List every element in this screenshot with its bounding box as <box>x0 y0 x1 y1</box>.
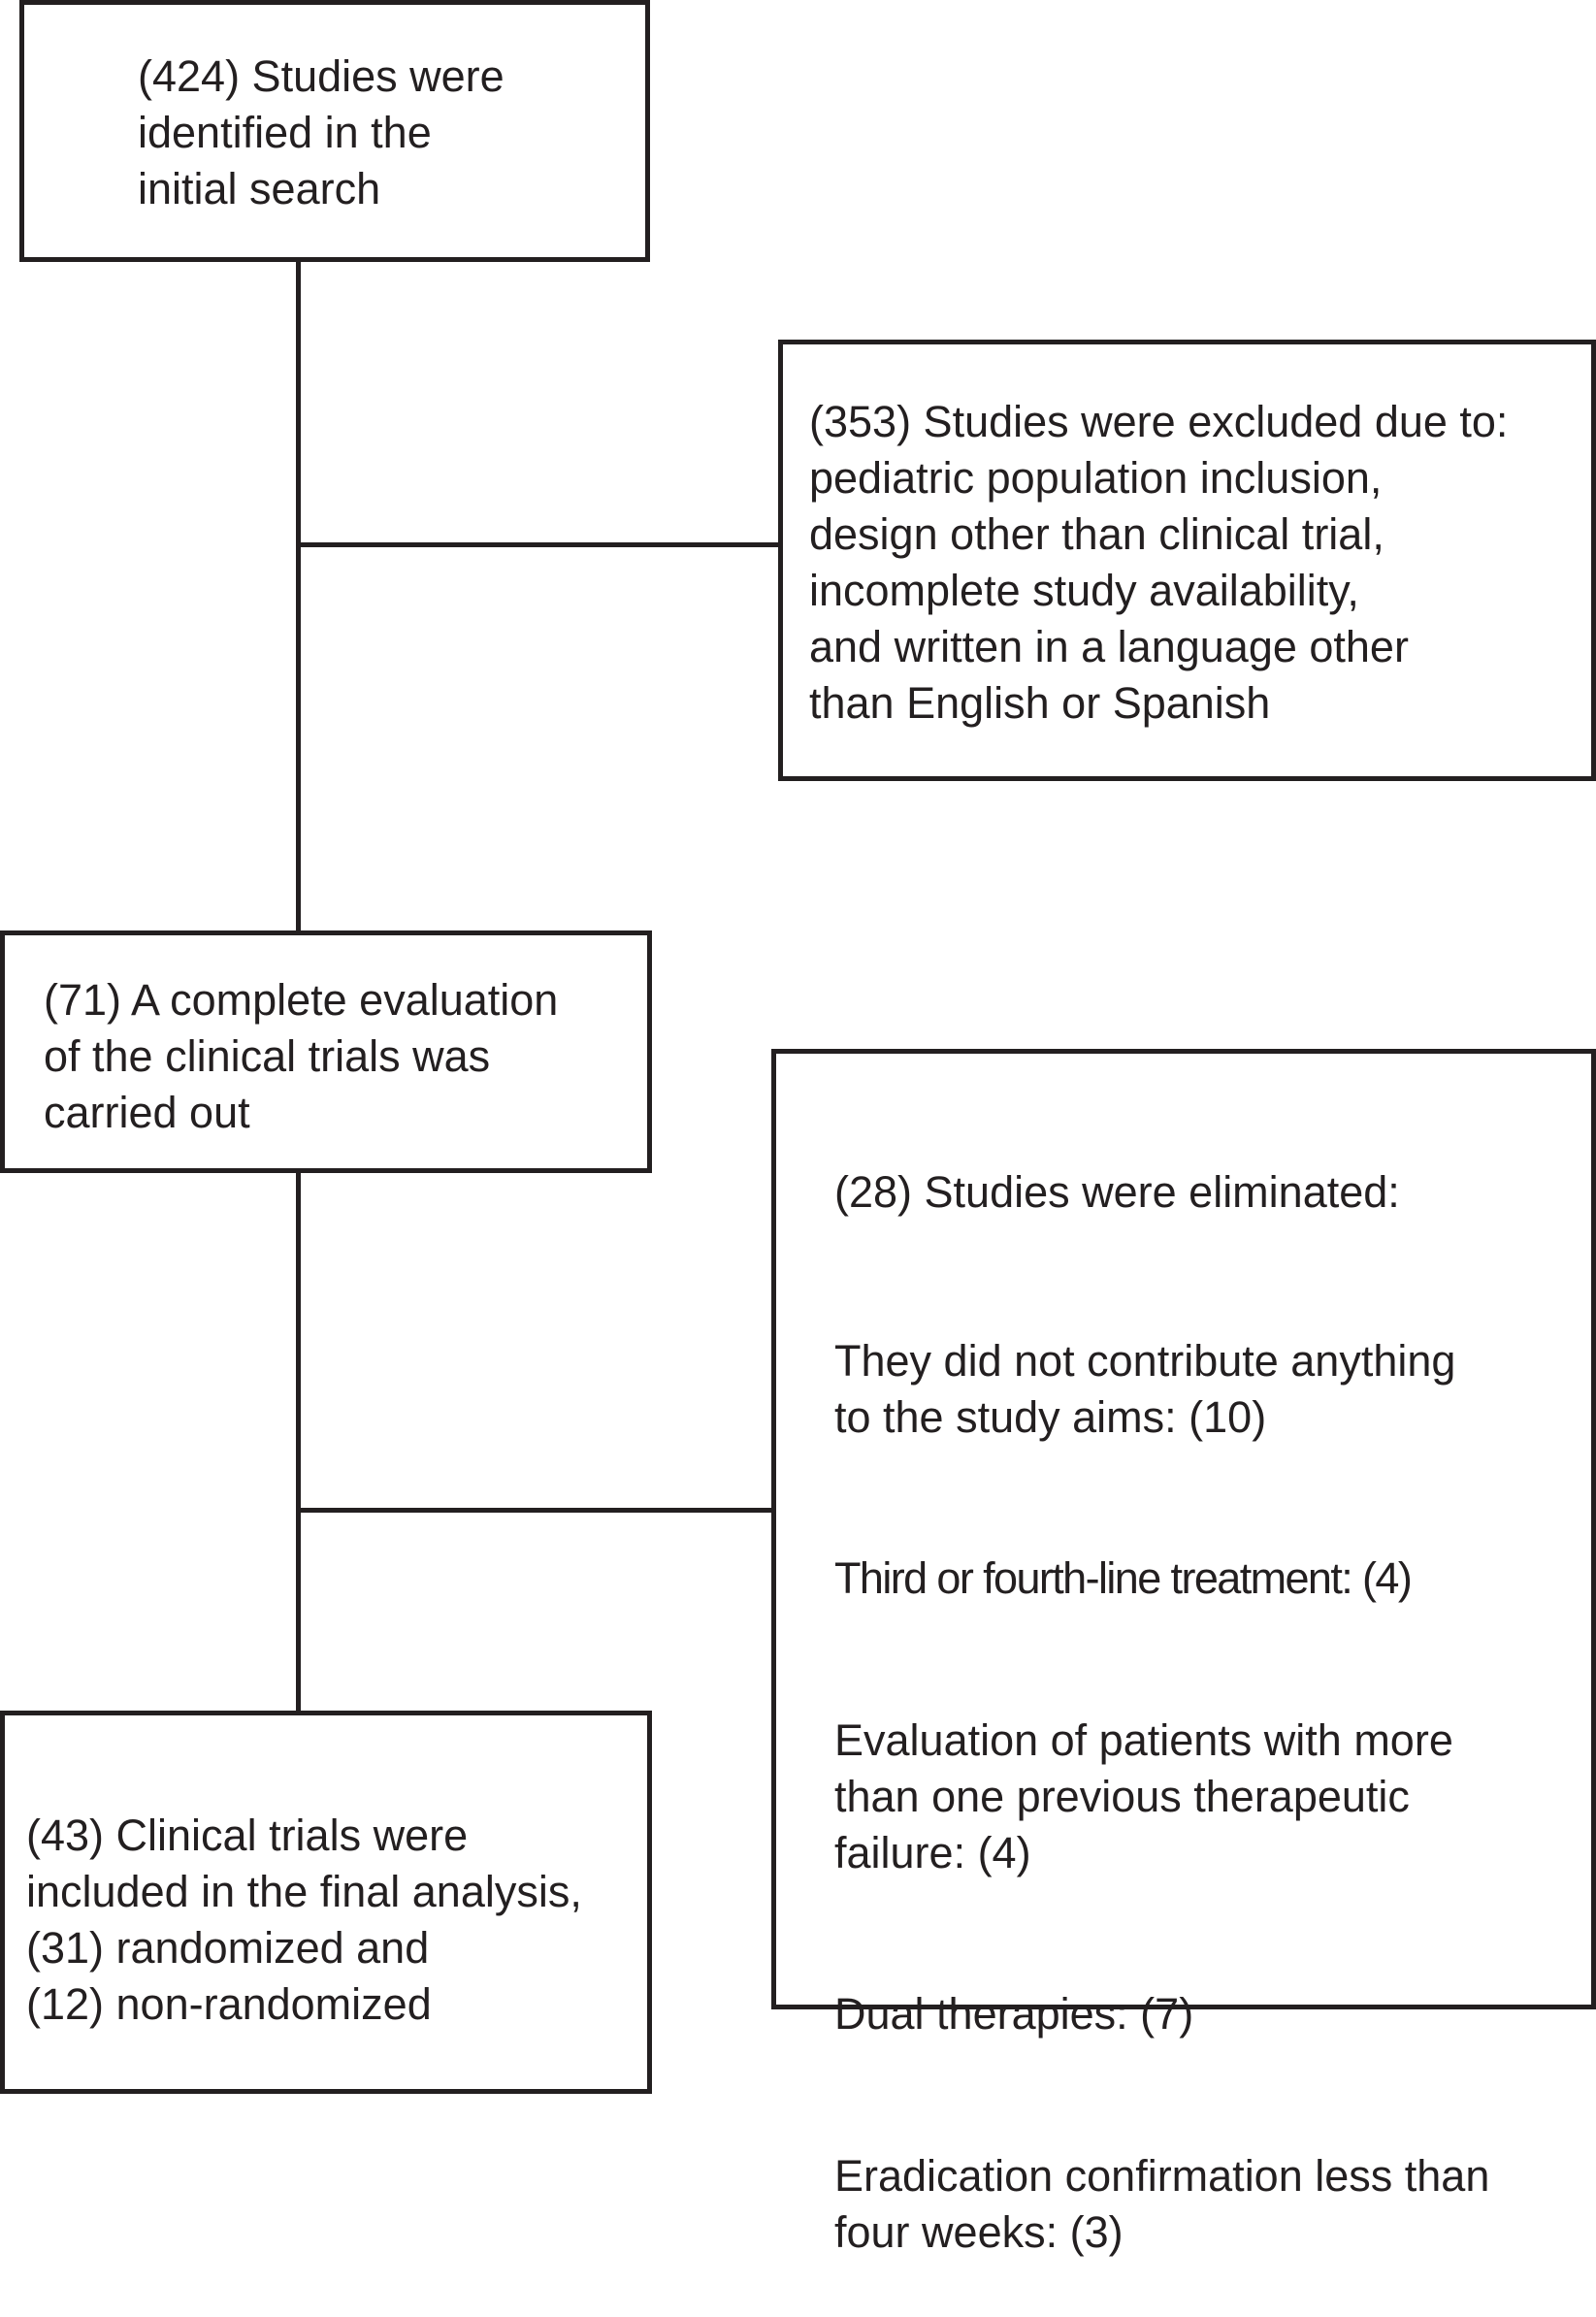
initial-search-text: (424) Studies were identified in the ini… <box>138 51 505 213</box>
evaluation-box: (71) A complete evaluation of the clinic… <box>0 930 652 1173</box>
eliminated-reason: Evaluation of patients with more than on… <box>834 1715 1453 1877</box>
eliminated-reason: Dual therapies: (7) <box>834 1989 1194 2039</box>
eliminated-text: (28) Studies were eliminated: They did n… <box>834 1108 1489 2317</box>
connector-branch-excluded <box>296 542 781 547</box>
included-box: (43) Clinical trials were included in th… <box>0 1711 652 2094</box>
initial-search-box: (424) Studies were identified in the ini… <box>19 0 650 262</box>
connector-vertical-top <box>296 258 301 934</box>
eliminated-reason: Eradication confirmation less than four … <box>834 2151 1490 2257</box>
excluded-box: (353) Studies were excluded due to: pedi… <box>778 340 1596 781</box>
included-text: (43) Clinical trials were included in th… <box>26 1811 582 2029</box>
eliminated-reason: They did not contribute anything to the … <box>834 1336 1456 1442</box>
eliminated-reason: Third or fourth-line treatment: (4) <box>834 1553 1413 1603</box>
eliminated-box: (28) Studies were eliminated: They did n… <box>771 1049 1596 2257</box>
eliminated-heading: (28) Studies were eliminated: <box>834 1167 1400 1217</box>
evaluation-text: (71) A complete evaluation of the clinic… <box>44 975 559 1137</box>
connector-branch-eliminated <box>296 1508 775 1513</box>
connector-vertical-bottom <box>296 1168 301 1715</box>
excluded-text: (353) Studies were excluded due to: pedi… <box>809 397 1509 728</box>
